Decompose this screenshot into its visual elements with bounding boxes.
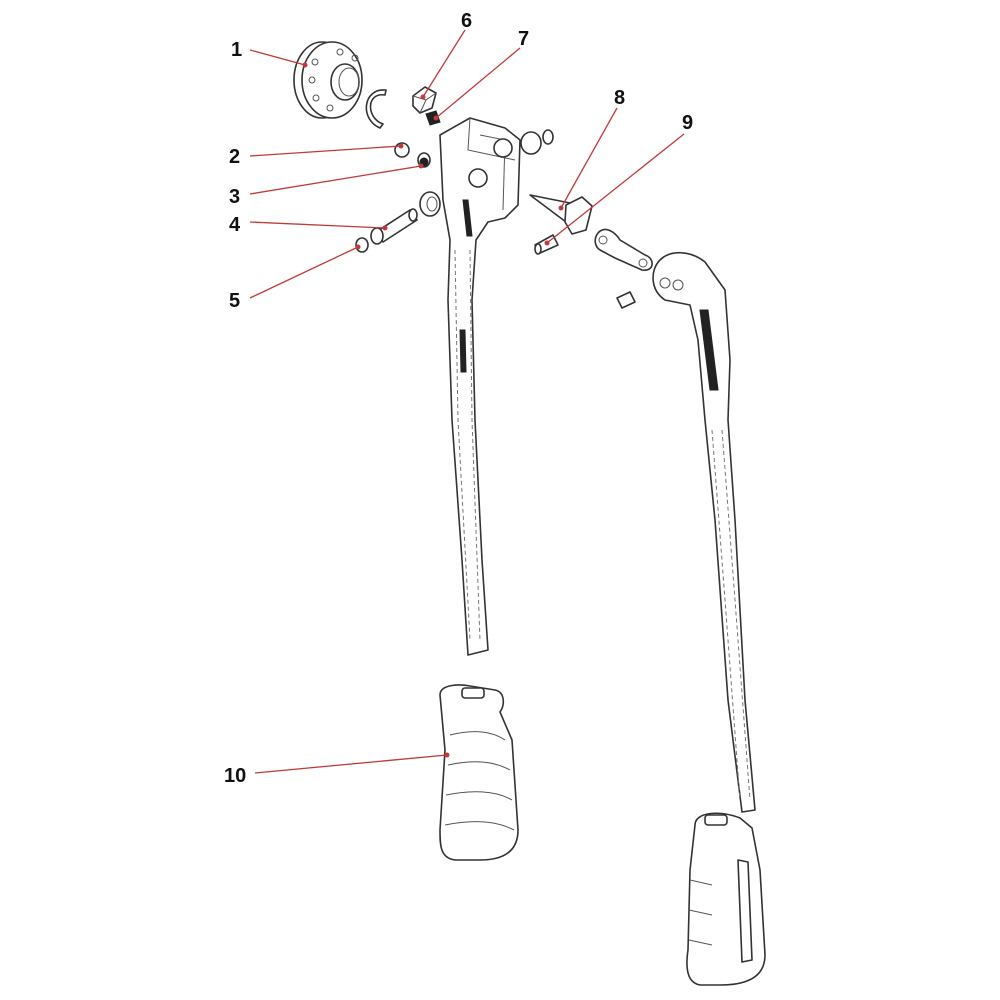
part-1-ratchet-hub (293, 41, 363, 119)
callout-number: 2 (229, 146, 240, 168)
callout-number: 7 (518, 28, 529, 50)
callout-3: 3 (229, 163, 424, 208)
callout-number: 6 (461, 10, 472, 32)
part-8-cone (529, 194, 593, 235)
right-handle (652, 251, 756, 813)
callout-10: 10 (224, 752, 450, 787)
callout-8: 8 (558, 87, 625, 211)
callout-number: 5 (229, 290, 240, 312)
small-pin (616, 291, 636, 309)
callout-1: 1 (231, 39, 308, 68)
callout-number: 10 (224, 765, 246, 787)
callout-9: 9 (544, 112, 693, 246)
link-plate (594, 228, 653, 271)
callout-6: 6 (420, 10, 472, 100)
callout-7: 7 (433, 28, 529, 121)
callout-number: 9 (682, 112, 693, 134)
right-grip (686, 812, 766, 986)
callout-number: 8 (614, 87, 625, 109)
callout-number: 3 (229, 186, 240, 208)
washer (520, 131, 542, 155)
callout-5: 5 (229, 244, 361, 312)
left-handle-with-head (439, 117, 521, 656)
callout-number: 1 (231, 39, 242, 61)
washer (542, 129, 554, 145)
part-7-set-screw (425, 110, 441, 126)
snap-ring (365, 89, 387, 129)
part-10-left-grip (439, 684, 519, 861)
callout-number: 4 (229, 214, 241, 236)
callout-2: 2 (229, 143, 404, 168)
part-6-pawl (412, 86, 437, 114)
callout-4: 4 (229, 214, 388, 236)
part-4-pivot-pin (370, 191, 441, 245)
